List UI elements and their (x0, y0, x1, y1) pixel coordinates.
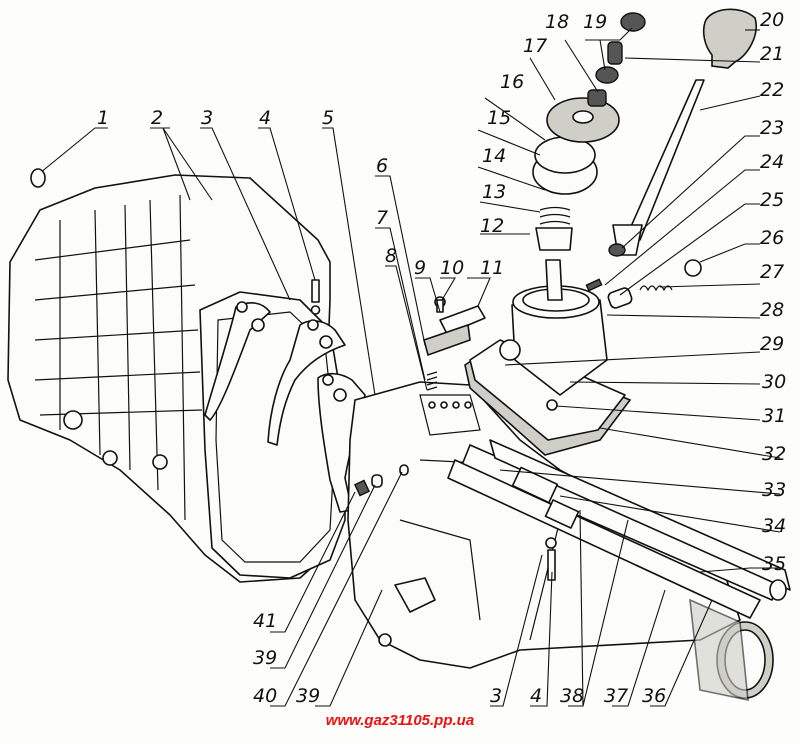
callout-22: 22 (760, 79, 784, 101)
callout-25: 25 (760, 189, 784, 211)
callout-11: 11 (480, 257, 504, 279)
callout-5: 5 (322, 107, 334, 129)
leader-lines (30, 27, 781, 707)
callout-15: 15 (487, 107, 511, 129)
callout-18: 18 (545, 11, 569, 33)
callout-8: 8 (385, 245, 397, 267)
callout-labels: 1 2 3 4 5 6 7 8 9 10 11 12 13 14 15 16 1… (97, 9, 786, 707)
callout-35: 35 (762, 553, 786, 575)
callout-2: 2 (151, 107, 163, 129)
callout-39b: 39 (296, 685, 320, 707)
callout-16: 16 (500, 71, 524, 93)
callout-28: 28 (760, 299, 784, 321)
callout-32: 32 (762, 443, 786, 465)
shift-rods (354, 439, 791, 619)
callout-17: 17 (523, 35, 547, 57)
callout-23: 23 (760, 117, 784, 139)
callout-24: 24 (760, 151, 784, 173)
callout-34: 34 (762, 515, 786, 537)
callout-31: 31 (762, 405, 786, 427)
callout-40: 40 (253, 685, 277, 707)
gear-shift-assembly (423, 8, 757, 456)
callout-39a: 39 (253, 647, 277, 669)
callout-30: 30 (762, 371, 786, 393)
callout-20: 20 (760, 9, 784, 31)
callout-9: 9 (414, 257, 426, 279)
source-url-watermark: www.gaz31105.pp.ua (325, 712, 475, 729)
callout-12: 12 (480, 215, 504, 237)
callout-7: 7 (376, 207, 388, 229)
callout-6: 6 (376, 155, 388, 177)
callout-41: 41 (253, 610, 277, 632)
callout-26: 26 (760, 227, 784, 249)
callout-4b: 4 (530, 685, 542, 707)
callout-33: 33 (762, 479, 786, 501)
callout-27: 27 (760, 261, 784, 283)
callout-37: 37 (604, 685, 628, 707)
rear-housing (347, 381, 774, 702)
callout-29: 29 (760, 333, 784, 355)
callout-38: 38 (560, 685, 584, 707)
callout-3b: 3 (490, 685, 502, 707)
callout-36: 36 (642, 685, 666, 707)
shift-forks (204, 279, 366, 513)
callout-13: 13 (482, 181, 506, 203)
callout-10: 10 (440, 257, 464, 279)
callout-4: 4 (259, 107, 271, 129)
callout-1: 1 (97, 107, 109, 129)
drain-plug-icon (63, 410, 83, 430)
callout-3: 3 (201, 107, 213, 129)
callout-19: 19 (583, 11, 607, 33)
callout-21: 21 (760, 43, 784, 65)
callout-14: 14 (482, 145, 506, 167)
